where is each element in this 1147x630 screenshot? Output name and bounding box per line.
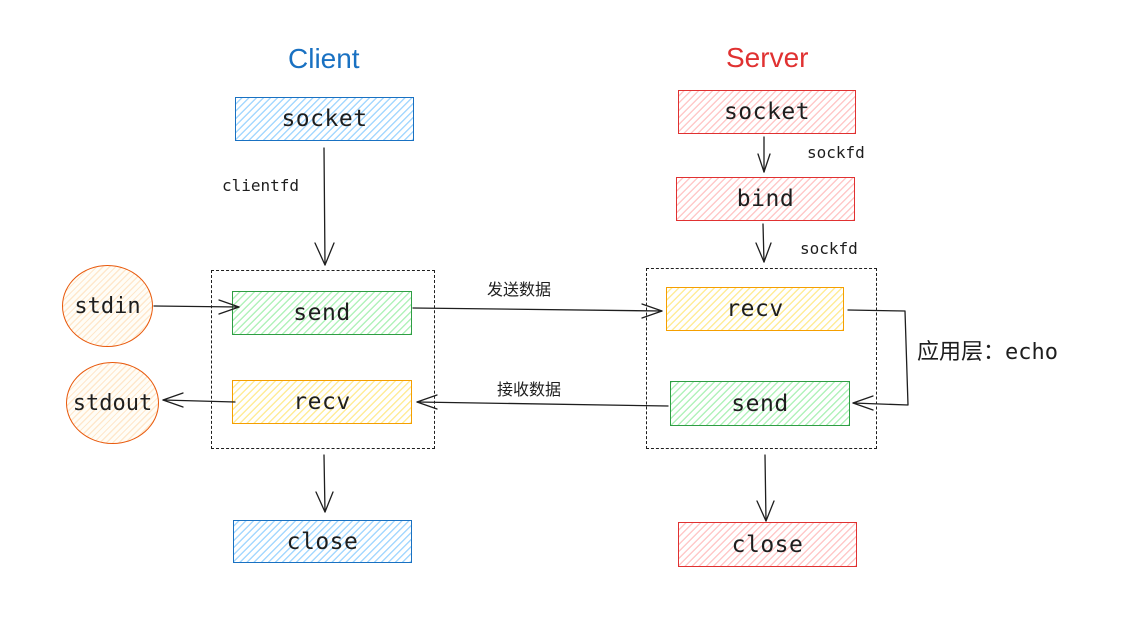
app-layer-label: 应用层： (917, 340, 1006, 365)
client-recv-node: recv (232, 380, 412, 424)
arrow-server-to-close (756, 454, 775, 522)
server-socket-node: socket (678, 90, 856, 134)
server-recv-node: recv (666, 287, 844, 331)
client-io-group (211, 270, 435, 449)
client-fd-label: clientfd (222, 176, 300, 195)
client-close-node: close (233, 520, 412, 563)
server-fd-label-1: sockfd (807, 143, 865, 162)
arrow-server-bind-to-group (755, 223, 772, 263)
send-data-label: 发送数据 (487, 280, 552, 299)
arrow-server-socket-to-bind (757, 136, 771, 173)
client-socket-node: socket (235, 97, 414, 141)
arrow-send-to-recv (412, 303, 663, 319)
server-bind-node: bind (676, 177, 855, 221)
stdin-node: stdin (62, 265, 153, 347)
recv-data-label: 接收数据 (497, 380, 562, 399)
client-send-node: send (232, 291, 412, 335)
stdout-node: stdout (66, 362, 159, 444)
server-send-node: send (670, 381, 850, 426)
client-title: Client (288, 43, 360, 74)
server-fd-label-2: sockfd (800, 239, 858, 258)
server-title: Server (726, 42, 809, 73)
arrow-client-to-close (315, 454, 334, 513)
arrow-client-socket-to-send (314, 147, 335, 266)
app-layer-note: 应用层：echo (917, 341, 1058, 365)
server-close-node: close (678, 522, 857, 567)
app-layer-value: echo (1005, 340, 1058, 365)
